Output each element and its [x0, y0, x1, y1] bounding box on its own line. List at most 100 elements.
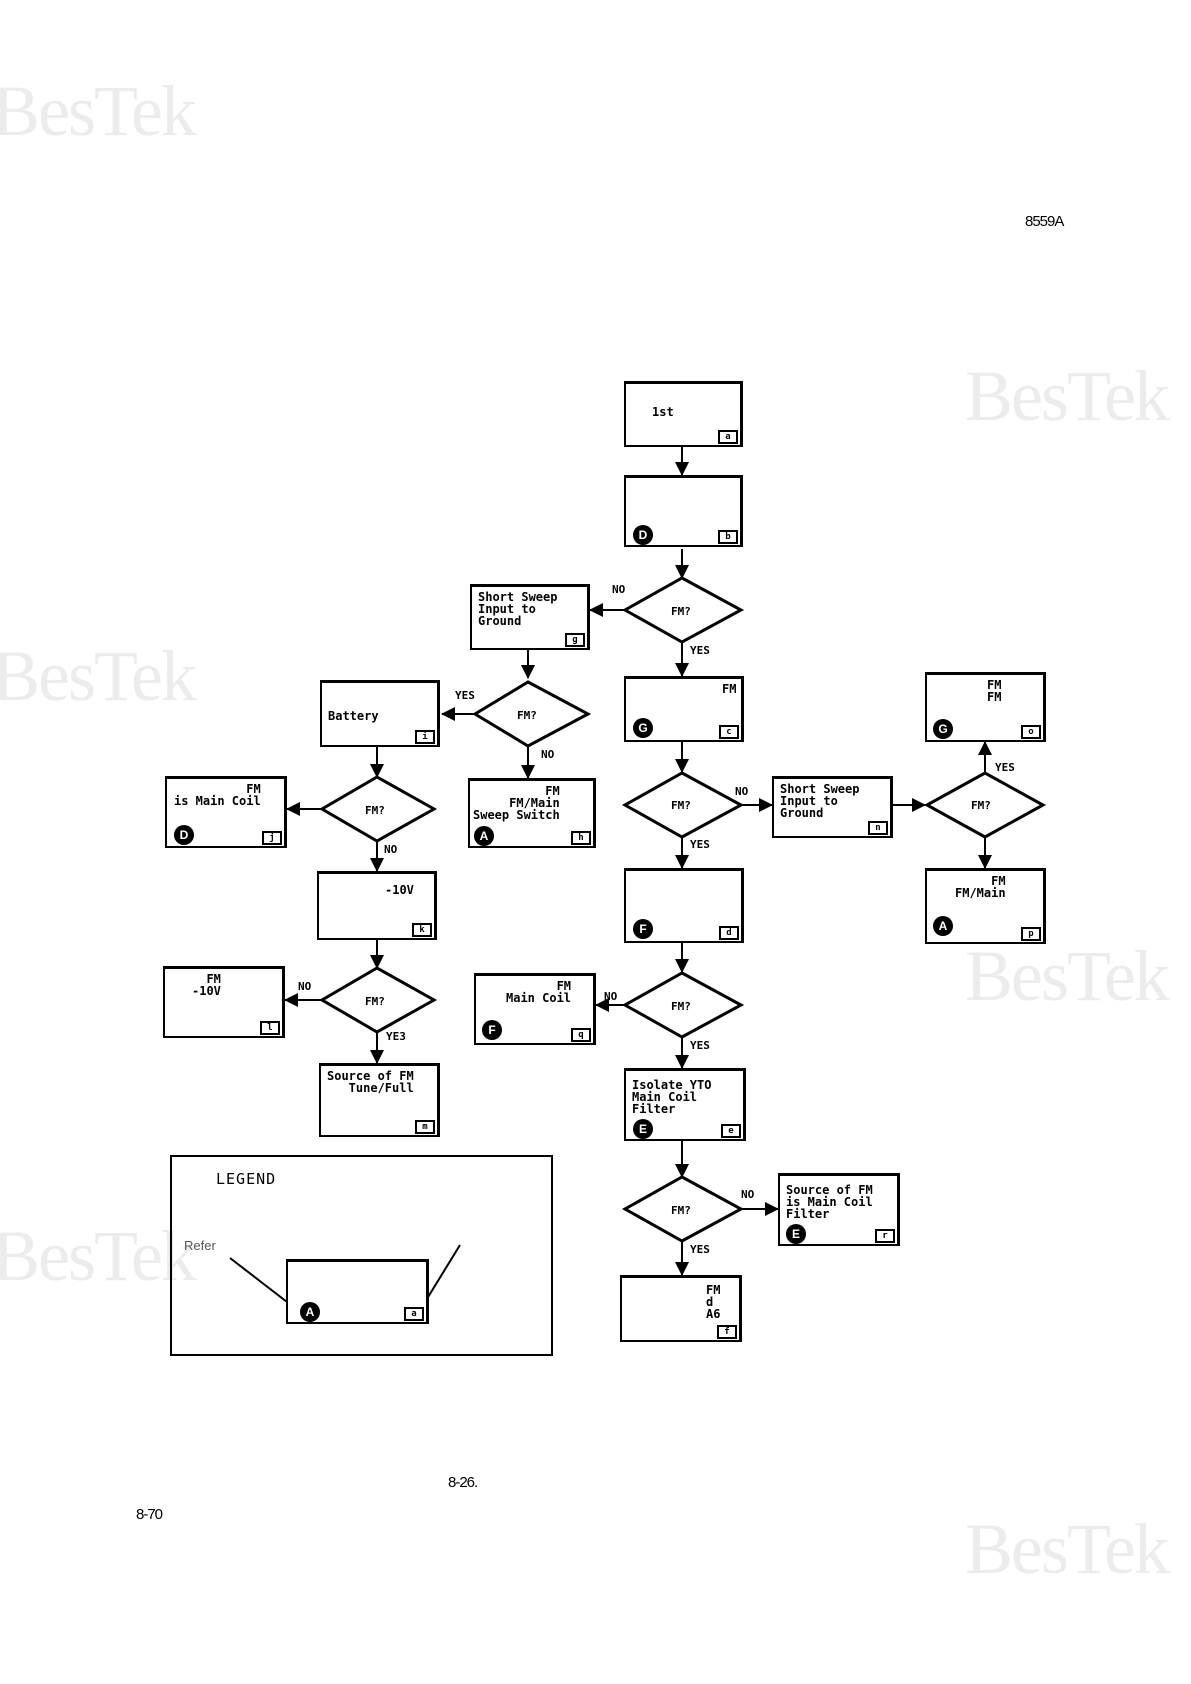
legend-step-letter: a: [404, 1307, 424, 1321]
step-box-f: FM d A6 f: [620, 1275, 742, 1342]
watermark: BesTek: [0, 71, 197, 151]
reference-circle: E: [786, 1224, 806, 1244]
step-letter: l: [260, 1021, 280, 1035]
branch-yes: YES: [690, 838, 710, 851]
reference-circle: D: [633, 525, 653, 545]
reference-circle: F: [633, 919, 653, 939]
step-text: Short Sweep Input to Ground: [478, 590, 558, 628]
legend-sample-box: A a: [286, 1259, 429, 1324]
branch-yes: YES: [995, 761, 1015, 774]
decision-diamond-7: [319, 966, 438, 1034]
step-text: FM FM/Main Sweep Switch: [473, 784, 560, 822]
step-text: Source of FM is Main Coil Filter: [786, 1183, 873, 1221]
branch-no: NO: [298, 980, 312, 993]
watermark: BesTek: [0, 1216, 197, 1296]
step-letter: p: [1021, 927, 1041, 941]
step-box-a: 1st a: [624, 381, 743, 447]
branch-no: NO: [384, 843, 398, 856]
branch-no: NO: [612, 583, 626, 596]
reference-circle: G: [633, 718, 653, 738]
step-letter: g: [565, 633, 585, 647]
step-box-d: F d: [624, 868, 744, 943]
reference-circle: D: [174, 825, 194, 845]
decision-label: FM?: [671, 1204, 691, 1217]
step-box-e: Isolate YTO Main Coil Filter E e: [624, 1068, 746, 1141]
legend-title: LEGEND: [216, 1170, 277, 1188]
figure-reference: 8-26.: [448, 1474, 478, 1491]
step-box-n: Short Sweep Input to Ground n: [772, 776, 893, 838]
watermark: BesTek: [965, 936, 1170, 1016]
step-box-h: FM FM/Main Sweep Switch A h: [468, 778, 596, 848]
step-text: FM FM/Main: [955, 874, 1006, 900]
step-box-r: Source of FM is Main Coil Filter E r: [778, 1173, 900, 1246]
decision-label: FM?: [971, 799, 991, 812]
reference-circle: A: [933, 916, 953, 936]
step-text: FM Main Coil: [506, 979, 572, 1005]
decision-label: FM?: [365, 804, 385, 817]
step-text: FM d A6: [706, 1283, 721, 1321]
header-code: 8559A: [1025, 213, 1064, 230]
legend-refer-label: Refer: [184, 1238, 216, 1253]
step-box-b: D b: [624, 475, 743, 547]
step-box-p: FM FM/Main A p: [925, 868, 1046, 944]
step-letter: k: [412, 923, 432, 937]
reference-circle: G: [933, 719, 953, 739]
decision-diamond-2: [472, 680, 592, 748]
step-letter: e: [721, 1124, 741, 1138]
step-letter: a: [718, 430, 738, 444]
step-text: FM -10V: [192, 972, 221, 998]
branch-yes: YES: [690, 1039, 710, 1052]
decision-label: FM?: [671, 799, 691, 812]
decision-diamond-1: [621, 576, 745, 644]
step-text: 1st: [652, 405, 674, 419]
step-letter: h: [571, 831, 591, 845]
decision-label: FM?: [517, 709, 537, 722]
branch-no: NO: [604, 990, 618, 1003]
step-text: FM FM: [987, 678, 1002, 704]
step-letter: j: [262, 831, 282, 845]
step-box-i: Battery i: [320, 680, 440, 747]
reference-circle: A: [474, 826, 494, 846]
branch-yes: YES: [690, 644, 710, 657]
page-number: 8-70: [136, 1506, 163, 1523]
decision-diamond-3: [621, 771, 745, 839]
step-box-k: -10V k: [317, 871, 437, 940]
decision-diamond-8: [923, 771, 1047, 839]
branch-no: NO: [735, 785, 749, 798]
decision-diamond-4: [621, 971, 745, 1039]
decision-diamond-5: [621, 1175, 745, 1243]
step-box-g: Short Sweep Input to Ground g: [470, 584, 590, 650]
decision-diamond-6: [319, 775, 438, 843]
reference-circle: E: [633, 1119, 653, 1139]
watermark: BesTek: [965, 1509, 1170, 1589]
decision-label: FM?: [671, 605, 691, 618]
decision-label: FM?: [671, 1000, 691, 1013]
step-text: Source of FM Tune/Full: [327, 1069, 414, 1095]
step-box-c: FM G c: [624, 676, 744, 742]
branch-yes: YES: [690, 1243, 710, 1256]
step-letter: m: [415, 1120, 435, 1134]
step-letter: q: [571, 1028, 591, 1042]
branch-no: NO: [741, 1188, 755, 1201]
step-letter: i: [415, 730, 435, 744]
step-text: Isolate YTO Main Coil Filter: [632, 1078, 712, 1116]
step-text: FM is Main Coil: [174, 782, 261, 808]
branch-yes: YE3: [386, 1030, 406, 1043]
step-box-l: FM -10V l: [163, 966, 285, 1038]
step-box-m: Source of FM Tune/Full m: [319, 1063, 440, 1137]
step-letter: o: [1021, 725, 1041, 739]
step-box-o: FM FM G o: [925, 672, 1046, 742]
decision-label: FM?: [365, 995, 385, 1008]
watermark: BesTek: [0, 636, 197, 716]
step-letter: c: [719, 725, 739, 739]
legend-panel: [170, 1155, 553, 1356]
watermark: BesTek: [965, 356, 1170, 436]
branch-yes: YES: [455, 689, 475, 702]
step-letter: n: [868, 821, 888, 835]
reference-circle: F: [482, 1020, 502, 1040]
step-box-j: FM is Main Coil D j: [165, 776, 287, 848]
step-box-q: FM Main Coil F q: [474, 973, 596, 1045]
step-text: Short Sweep Input to Ground: [780, 782, 860, 820]
